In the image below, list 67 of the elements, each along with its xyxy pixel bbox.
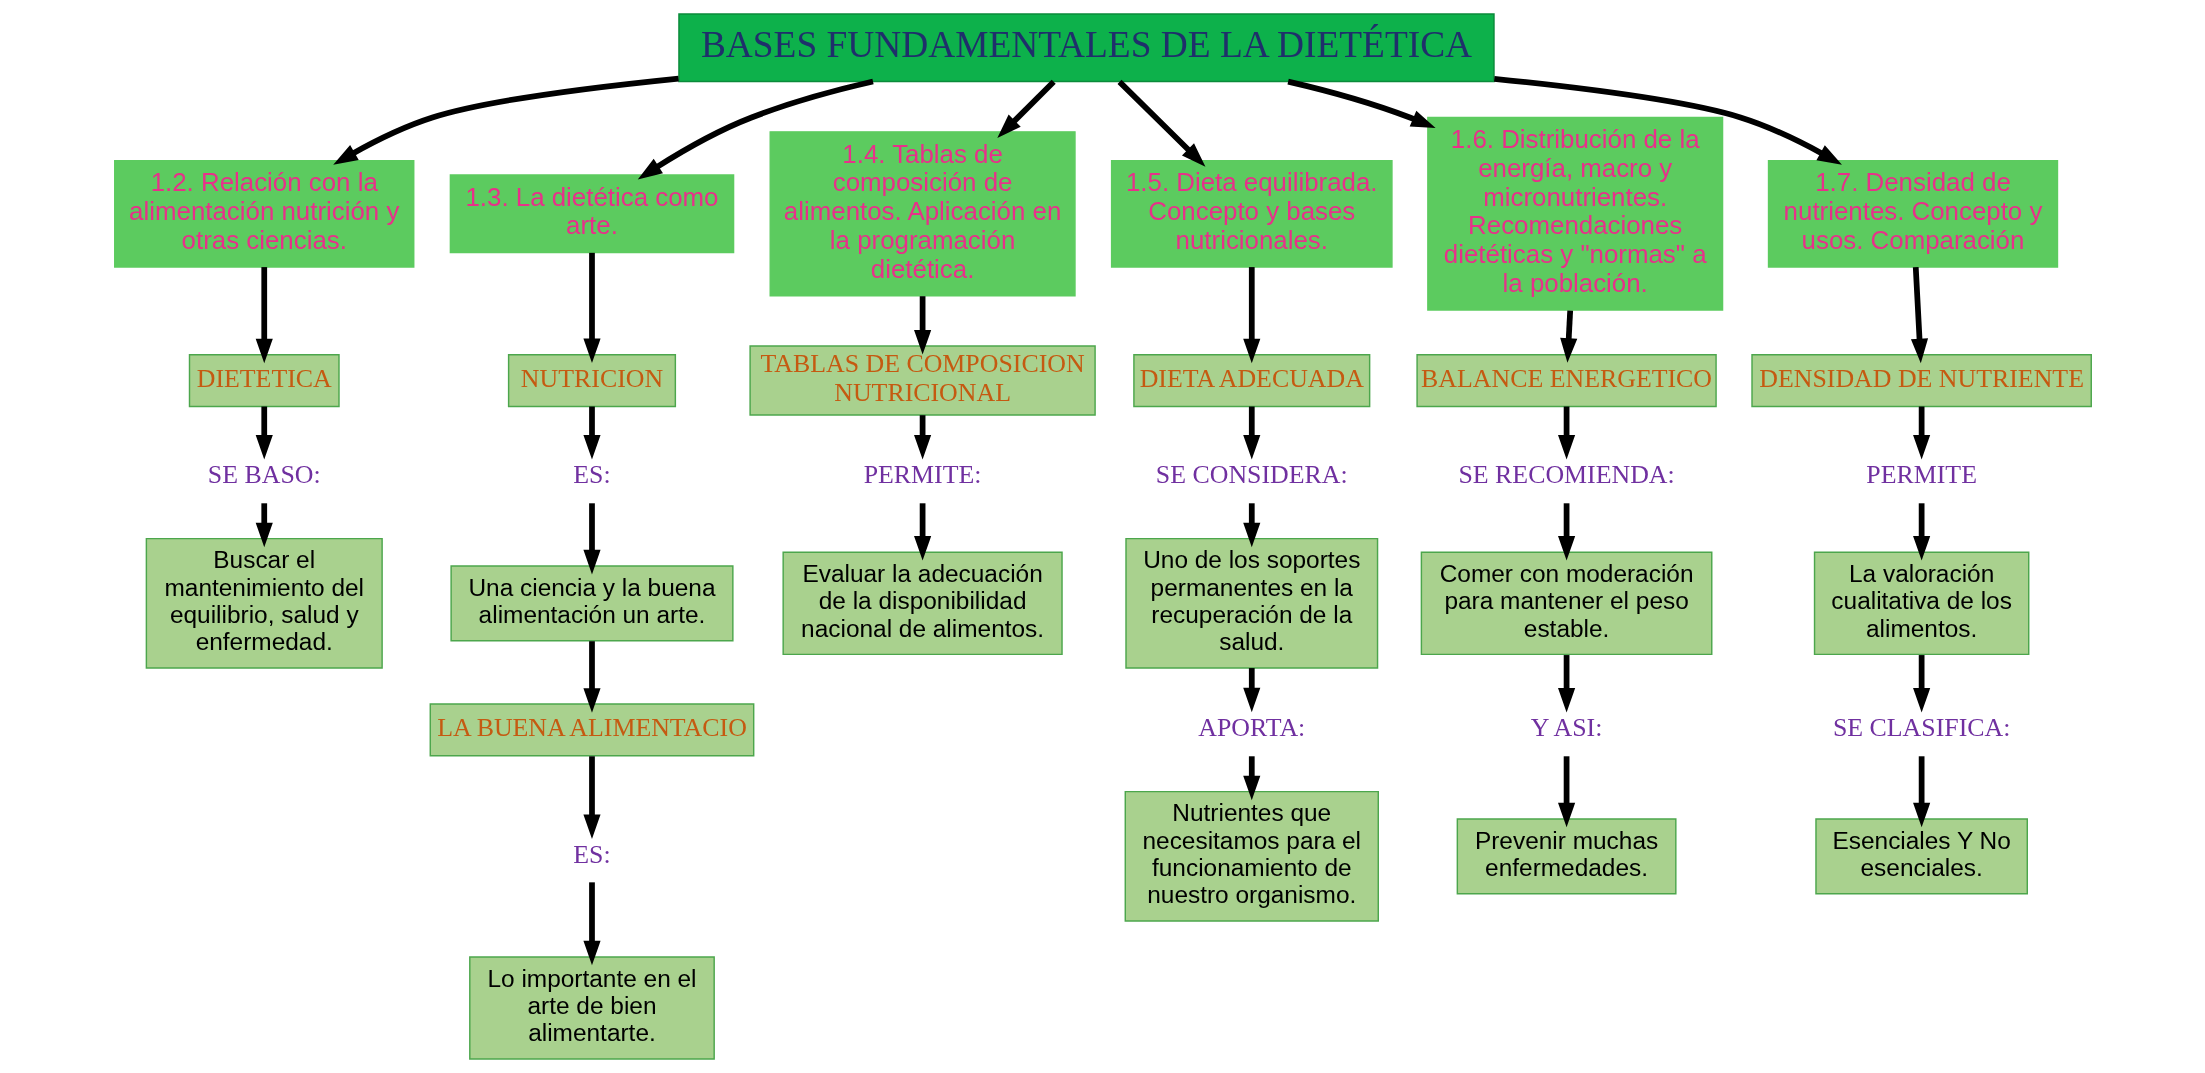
node-box: Uno de los soportes permanentes en la recuperación de la salud. xyxy=(1124,537,1378,669)
node-box: 1.4. Tablas de composición de alimentos. Aplicación en la programación dietética. xyxy=(769,131,1076,297)
arrow xyxy=(637,78,874,180)
arrow xyxy=(582,406,601,460)
node-text: SE CLASIFICA: xyxy=(1832,713,2010,743)
arrow xyxy=(582,503,601,575)
node-box: Una ciencia y la buena alimentación un arte. xyxy=(449,565,734,642)
node-box: LA BUENA ALIMENTACIO xyxy=(429,703,754,757)
arrow xyxy=(255,267,273,364)
node-box: 1.5. Dieta equilibrada. Concepto y bases nutricionales. xyxy=(1110,159,1393,268)
node-text: Y ASI: xyxy=(1530,713,1602,743)
node-box: La valoración cualitativa de los alimentos. xyxy=(1813,551,2029,656)
node-box: Prevenir muchas enfermedades. xyxy=(1456,818,1677,895)
arrow xyxy=(1242,267,1260,364)
arrow xyxy=(1242,668,1260,713)
arrow xyxy=(1117,79,1205,167)
node-box: 1.2. Relación con la alimentación nutrición y otras ciencias. xyxy=(113,159,414,268)
arrow xyxy=(582,882,601,966)
node-box: Esenciales Y No esenciales. xyxy=(1814,818,2028,895)
arrow xyxy=(332,75,679,165)
node-box: 1.6. Distribución de la energía, macro y micronutrientes. Recomendaciones dietéticas y "normas" a la población. xyxy=(1426,116,1723,311)
node-text: PERMITE xyxy=(1865,460,1977,490)
arrow xyxy=(996,79,1056,138)
node-box: DENSIDAD DE NUTRIENTE xyxy=(1750,353,2092,408)
node-box: Nutrientes que necesitamos para el funcionamiento de nuestro organismo. xyxy=(1124,790,1379,922)
node-text: SE CONSIDERA: xyxy=(1155,460,1348,490)
arrow xyxy=(913,296,931,355)
arrow xyxy=(582,252,601,364)
arrow xyxy=(582,756,601,840)
arrow xyxy=(1912,655,1930,713)
node-text: APORTA: xyxy=(1197,713,1305,743)
arrow xyxy=(913,503,931,561)
node-text: ES: xyxy=(572,460,611,490)
arrow xyxy=(1557,655,1575,713)
arrow xyxy=(582,641,601,713)
node-box: 1.7. Densidad de nutrientes. Concepto y usos. Comparación xyxy=(1767,159,2058,268)
arrow xyxy=(1242,406,1260,460)
arrow xyxy=(1557,756,1575,828)
node-box: TABLAS DE COMPOSICION NUTRICIONAL xyxy=(748,345,1096,416)
node-text: ES: xyxy=(572,839,611,869)
arrow xyxy=(1242,503,1260,548)
arrow xyxy=(1557,406,1575,460)
node-box: Lo importante en el arte de bien alimentarte. xyxy=(468,956,715,1060)
node-box: BALANCE ENERGETICO xyxy=(1415,353,1717,408)
node-box: Buscar el mantenimiento del equilibrio, salud y enfermedad. xyxy=(145,537,383,669)
node-text: PERMITE: xyxy=(863,460,982,490)
arrow xyxy=(1557,503,1575,561)
arrow xyxy=(255,503,273,548)
node-box: DIETETICA xyxy=(188,353,340,408)
arrow xyxy=(255,406,273,460)
node-box: 1.3. La dietética como arte. xyxy=(449,174,734,254)
node-text: SE RECOMIENDA: xyxy=(1457,460,1675,490)
node-box: BASES FUNDAMENTALES DE LA DIETÉTICA xyxy=(677,13,1495,83)
node-box: Comer con moderación para mantener el peso estable. xyxy=(1420,551,1712,656)
arrow xyxy=(1559,310,1577,363)
arrow xyxy=(1910,266,1928,364)
arrow xyxy=(1912,406,1930,460)
node-text: SE BASO: xyxy=(207,460,321,490)
arrow xyxy=(1493,76,1842,165)
arrow xyxy=(1912,503,1930,561)
node-box: DIETA ADECUADA xyxy=(1132,353,1370,408)
node-box: Evaluar la adecuación de la disponibilidad nacional de alimentos. xyxy=(781,551,1063,656)
arrow xyxy=(1286,78,1436,129)
arrow xyxy=(1242,756,1260,801)
node-box: NUTRICION xyxy=(507,353,676,408)
arrow xyxy=(1912,756,1930,828)
arrow xyxy=(913,415,931,460)
